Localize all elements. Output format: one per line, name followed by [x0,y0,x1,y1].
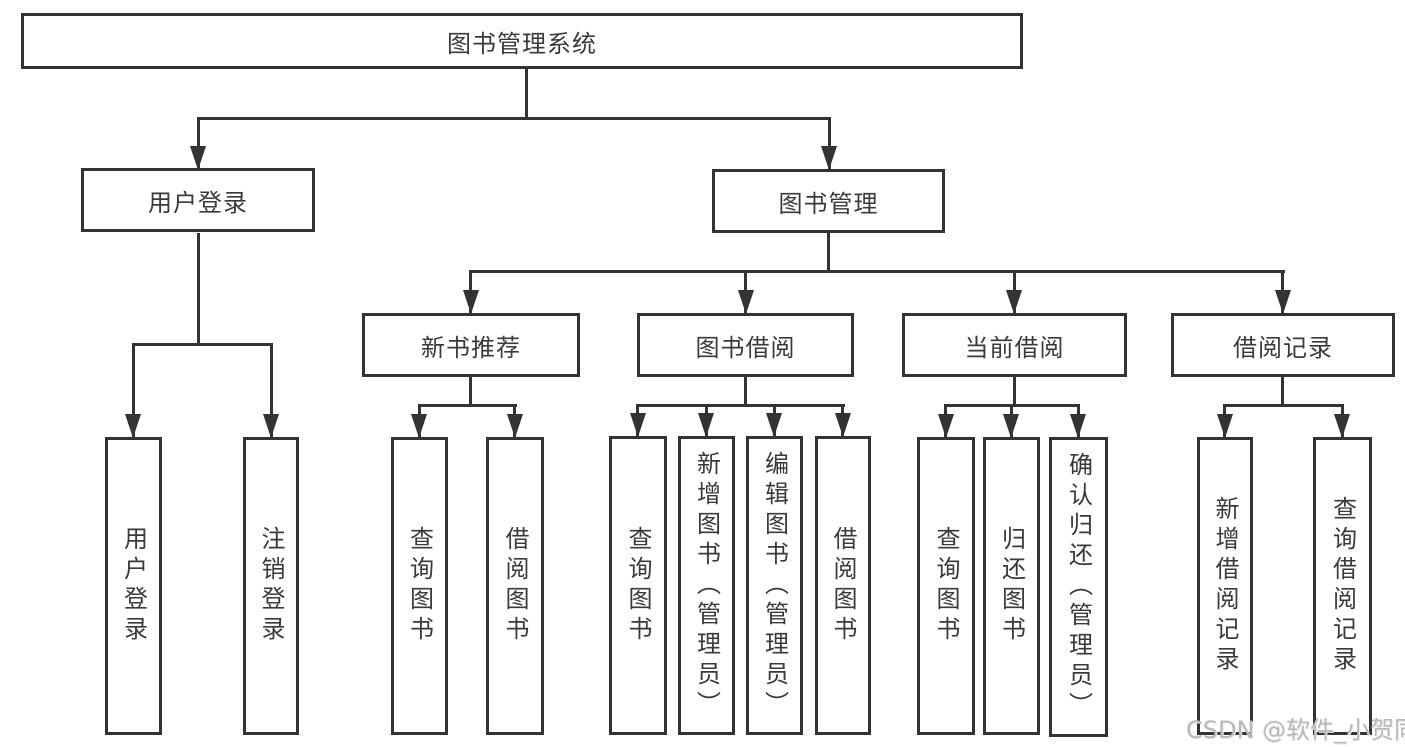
node-new-book-recommendation: 新书推荐 [362,313,580,377]
node-edit-books-admin: 编辑图书（管理员） [746,436,803,735]
connector-vline [828,117,831,170]
arrowhead-down [938,414,954,438]
node-current-borrowing: 当前借阅 [902,313,1127,377]
arrowhead-down [1006,290,1022,314]
arrowhead-down [411,414,427,438]
node-library-management-system: 图书管理系统 [21,13,1023,69]
node-label: 借阅图书 [501,526,529,646]
node-label: 查询图书 [624,525,652,646]
arrowhead-down [190,146,206,170]
connector-hline [132,343,273,346]
node-label: 图书管理 [778,189,879,218]
node-return-books: 归还图书 [983,437,1040,735]
node-query-books-3: 查询图书 [917,437,975,735]
node-add-borrow-record: 新增借阅记录 [1197,437,1253,735]
connector-hline [418,404,517,407]
node-label: 新书推荐 [421,333,521,362]
connector-vline [525,69,528,118]
node-label: 借阅图书 [829,525,857,646]
connector-vline [270,343,273,437]
node-borrow-books-2: 借阅图书 [815,436,871,735]
connector-vline [1281,377,1284,406]
node-label: 查询借阅记录 [1328,496,1357,676]
connector-vline [197,233,200,345]
connector-hline [1223,404,1344,407]
node-label: 归还图书 [997,526,1026,646]
node-query-books-1: 查询图书 [391,437,448,735]
arrowhead-down [463,290,479,314]
arrowhead-down [766,413,782,437]
node-user-login: 用户登录 [81,168,315,232]
node-logout: 注销登录 [243,437,299,735]
node-label: 编辑图书（管理员） [760,450,789,721]
connector-hline [469,270,1285,273]
connector-vline [1013,377,1016,406]
node-confirm-return-admin: 确认归还（管理员） [1049,437,1108,737]
connector-hline [636,404,845,407]
node-query-borrow-record: 查询借阅记录 [1313,437,1372,735]
node-label: 用户登录 [148,188,248,217]
node-borrow-books-1: 借阅图书 [486,437,544,735]
node-label: 确认归还（管理员） [1064,452,1093,722]
arrowhead-down [125,414,141,438]
arrowhead-down [630,413,646,437]
arrowhead-down [835,413,851,437]
arrowhead-down [1275,290,1291,314]
node-label: 用户登录 [119,526,148,646]
arrowhead-down [263,414,279,438]
node-query-books-2: 查询图书 [609,436,667,735]
node-label: 新增借阅记录 [1211,496,1239,676]
connector-vline [827,233,830,272]
csdn-watermark: CSDN @软件_小贺同学 [1186,716,1405,744]
node-label: 查询图书 [405,526,434,646]
arrowhead-down [738,290,754,314]
node-label: 图书借阅 [695,333,796,362]
node-user-login-leaf: 用户登录 [105,437,162,735]
node-label: 查询图书 [932,526,960,646]
node-book-borrowing: 图书借阅 [637,313,854,377]
node-book-management: 图书管理 [712,169,945,233]
connector-vline [132,343,135,437]
node-add-books-admin: 新增图书（管理员） [678,436,735,735]
arrowhead-down [821,146,837,170]
node-label: 借阅记录 [1233,333,1333,362]
arrowhead-down [1070,414,1086,438]
connector-vline [469,377,472,406]
node-label: 新增图书（管理员） [692,450,721,721]
arrowhead-down [507,414,523,438]
arrowhead-down [1217,414,1233,438]
arrowhead-down [1334,414,1350,438]
connector-hline [197,117,831,120]
node-label: 注销登录 [257,526,285,646]
arrowhead-down [1003,414,1019,438]
connector-vline [197,117,200,170]
connector-vline [744,377,747,406]
node-label: 当前借阅 [964,333,1065,362]
node-borrowing-records: 借阅记录 [1171,313,1395,377]
node-label: 图书管理系统 [447,29,597,58]
arrowhead-down [698,413,714,437]
